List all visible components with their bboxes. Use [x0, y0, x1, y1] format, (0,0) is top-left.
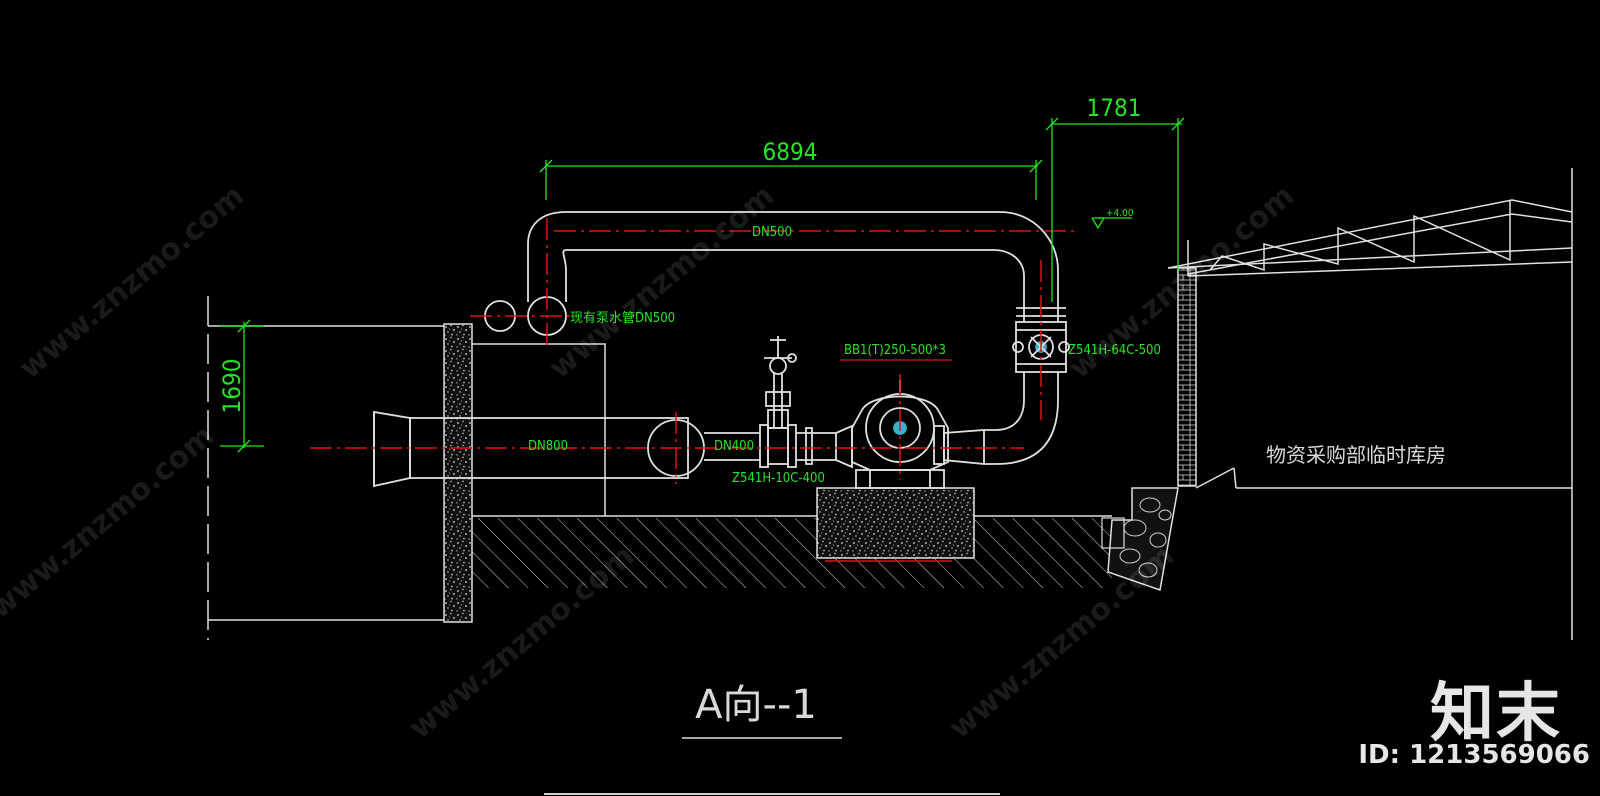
label-elevation: +4.00 — [1106, 208, 1134, 219]
bell-mouth — [373, 410, 411, 488]
label-valve-inlet: Z541H-10C-400 — [732, 471, 825, 486]
inlet-valve-flange-a — [759, 424, 769, 468]
dim-right-span: 1781 — [1087, 94, 1142, 122]
dim-top-span: 6894 — [763, 138, 818, 166]
watermark-text: www.znzmo.com — [543, 178, 781, 386]
view-title: A向--1 — [695, 682, 817, 728]
watermarks: www.znzmo.com www.znzmo.com www.znzmo.co… — [0, 178, 1301, 746]
dim-left-height: 1690 — [218, 359, 246, 414]
label-warehouse: 物资采购部临时库房 — [1266, 443, 1446, 467]
label-valve-outlet: Z541H-64C-500 — [1068, 343, 1161, 358]
dimensions — [220, 117, 1185, 453]
label-pump-model: BB1(T)250-500*3 — [844, 343, 946, 358]
watermark-text: www.znzmo.com — [0, 418, 221, 626]
pump-foundation — [816, 487, 975, 559]
label-dn400: DN400 — [714, 439, 754, 454]
centerlines — [310, 218, 1076, 484]
wall — [443, 323, 473, 623]
label-dn500-main: DN500 — [752, 225, 792, 240]
brick-wall — [1177, 267, 1197, 487]
label-dn800: DN800 — [528, 439, 568, 454]
warehouse-building — [1167, 168, 1573, 640]
watermark-text: www.znzmo.com — [13, 178, 251, 386]
image-id-label: ID: 1213569066 — [1358, 740, 1590, 770]
inlet-valve-body — [767, 427, 789, 465]
brand-logo: 知末 — [1430, 677, 1562, 751]
ground — [207, 296, 1179, 640]
label-existing-pipe: 现有泵水管DN500 — [570, 311, 675, 326]
